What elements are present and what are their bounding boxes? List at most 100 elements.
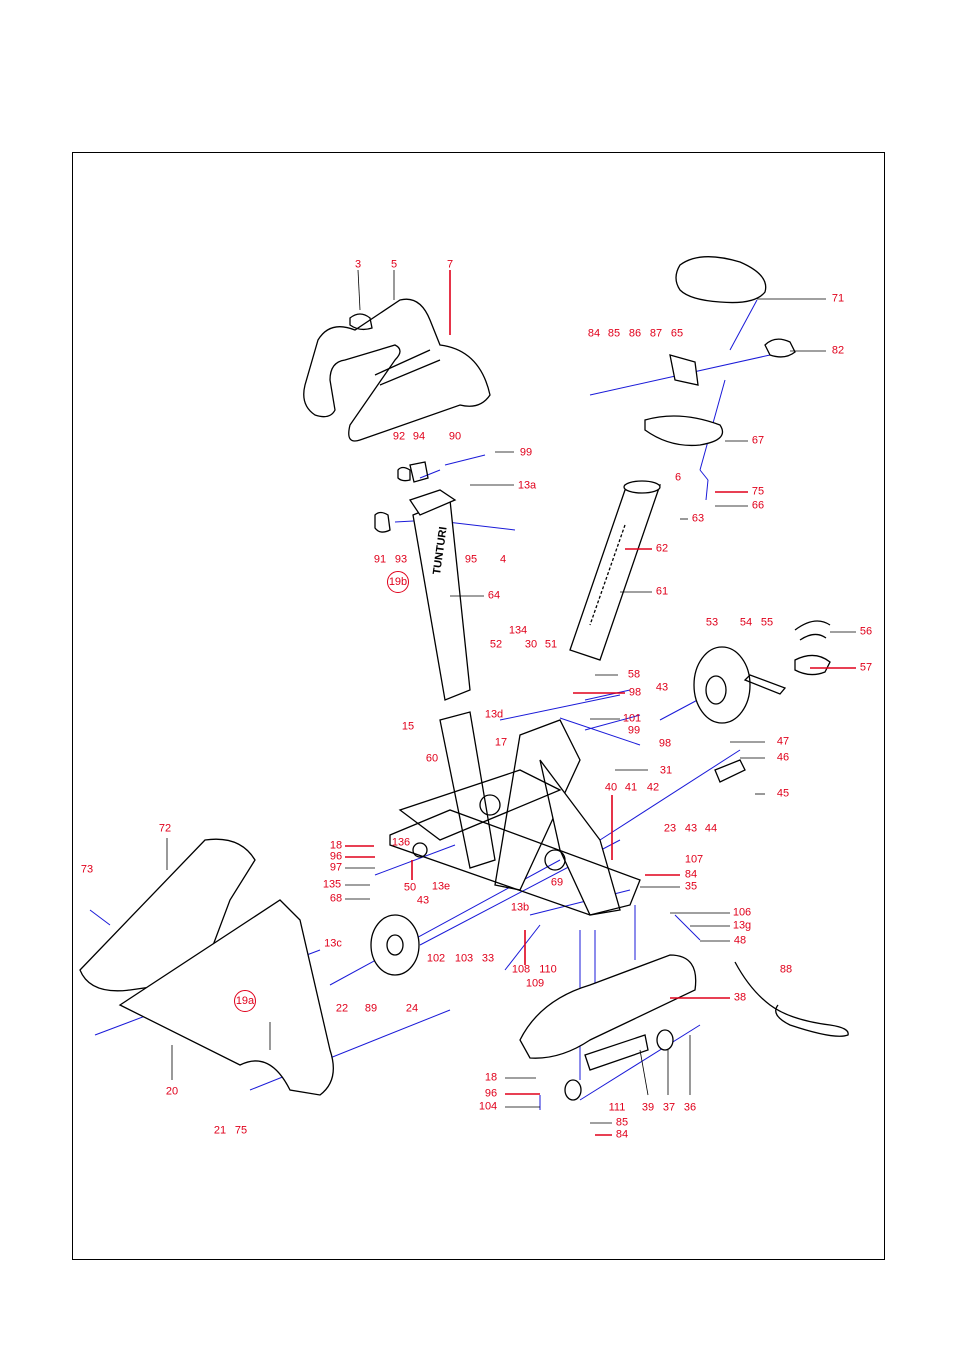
part-label: 109 xyxy=(525,977,545,990)
part-label: 54 xyxy=(739,616,753,629)
part-label: 46 xyxy=(776,751,790,764)
part-label: 84 xyxy=(615,1128,629,1141)
part-label: 4 xyxy=(499,553,507,566)
part-label: 107 xyxy=(684,853,704,866)
part-label: 42 xyxy=(646,781,660,794)
part-label: 62 xyxy=(655,542,669,555)
part-label: 15 xyxy=(401,720,415,733)
front-cover xyxy=(79,838,334,1096)
part-label: 99 xyxy=(519,446,533,459)
part-label: 101 xyxy=(622,712,642,725)
part-label: 58 xyxy=(627,668,641,681)
part-label: 43 xyxy=(655,681,669,694)
part-label: 44 xyxy=(704,822,718,835)
part-label: 13a xyxy=(517,479,537,492)
part-label: 61 xyxy=(655,585,669,598)
handlebar-stem xyxy=(374,461,471,701)
main-frame xyxy=(389,711,641,916)
part-label: 51 xyxy=(544,638,558,651)
part-label: 108 xyxy=(511,963,531,976)
part-label: 97 xyxy=(329,861,343,874)
saddle xyxy=(644,256,796,447)
part-label: 104 xyxy=(478,1100,498,1113)
part-label: 99 xyxy=(627,724,641,737)
part-label: 37 xyxy=(662,1101,676,1114)
part-label: 96 xyxy=(329,850,343,863)
part-label: 92 xyxy=(392,430,406,443)
part-label: 22 xyxy=(335,1002,349,1015)
part-label: 67 xyxy=(751,434,765,447)
handlebar xyxy=(303,298,491,442)
power-cord xyxy=(734,961,849,1037)
part-label: 13c xyxy=(324,937,342,950)
part-label: 18 xyxy=(484,1071,498,1084)
seat-post xyxy=(569,480,661,661)
part-label: 43 xyxy=(684,822,698,835)
part-label: 45 xyxy=(776,787,790,800)
part-label: 85 xyxy=(607,327,621,340)
part-label: 7 xyxy=(446,258,454,271)
part-label: 96 xyxy=(484,1087,498,1100)
part-label: 71 xyxy=(831,292,845,305)
part-label: 69 xyxy=(550,876,564,889)
part-label: 106 xyxy=(732,906,752,919)
part-label: 55 xyxy=(760,616,774,629)
part-label: 93 xyxy=(394,553,408,566)
part-label: 17 xyxy=(494,736,508,749)
part-label: 82 xyxy=(831,344,845,357)
part-label: 64 xyxy=(487,589,501,602)
part-label: 90 xyxy=(448,430,462,443)
stabilizer xyxy=(519,954,697,1101)
part-label: 50 xyxy=(403,881,417,894)
part-label: 5 xyxy=(390,258,398,271)
part-label: 52 xyxy=(489,638,503,651)
part-label: 63 xyxy=(691,512,705,525)
part-label: 65 xyxy=(670,327,684,340)
part-label: 36 xyxy=(683,1101,697,1114)
part-label: 39 xyxy=(641,1101,655,1114)
part-label: 18 xyxy=(329,839,343,852)
part-label: 38 xyxy=(733,991,747,1004)
part-label: 30 xyxy=(524,638,538,651)
part-label: 84 xyxy=(684,868,698,881)
part-label: 98 xyxy=(658,737,672,750)
part-label: 31 xyxy=(659,764,673,777)
part-label: 13e xyxy=(431,880,451,893)
part-label: 98 xyxy=(628,686,642,699)
part-label: 102 xyxy=(426,952,446,965)
part-label: 91 xyxy=(373,553,387,566)
part-label: 56 xyxy=(859,625,873,638)
part-label: 47 xyxy=(776,735,790,748)
part-label: 57 xyxy=(859,661,873,674)
part-label: 40 xyxy=(604,781,618,794)
drawing-frame xyxy=(72,152,885,1260)
part-label: 72 xyxy=(158,822,172,835)
part-label: 94 xyxy=(412,430,426,443)
part-label: 21 xyxy=(213,1124,227,1137)
part-label: 87 xyxy=(649,327,663,340)
part-label: 13g xyxy=(732,919,752,932)
part-label: 23 xyxy=(663,822,677,835)
part-label: 24 xyxy=(405,1002,419,1015)
part-label: 20 xyxy=(165,1085,179,1098)
part-label: 35 xyxy=(684,880,698,893)
circled-part-label: 19b xyxy=(387,571,409,593)
part-label: 53 xyxy=(705,616,719,629)
part-label: 111 xyxy=(608,1101,626,1114)
circled-part-label: 19a xyxy=(234,990,256,1012)
part-label: 66 xyxy=(751,499,765,512)
part-label: 48 xyxy=(733,934,747,947)
part-label: 6 xyxy=(674,471,682,484)
part-label: 73 xyxy=(80,863,94,876)
part-label: 33 xyxy=(481,952,495,965)
part-label: 88 xyxy=(779,963,793,976)
part-label: 13b xyxy=(510,901,530,914)
part-label: 84 xyxy=(587,327,601,340)
part-label: 85 xyxy=(615,1116,629,1129)
part-label: 103 xyxy=(454,952,474,965)
part-label: 60 xyxy=(425,752,439,765)
part-label: 13d xyxy=(484,708,504,721)
part-label: 110 xyxy=(539,963,557,976)
crank-and-pedal xyxy=(714,620,831,783)
